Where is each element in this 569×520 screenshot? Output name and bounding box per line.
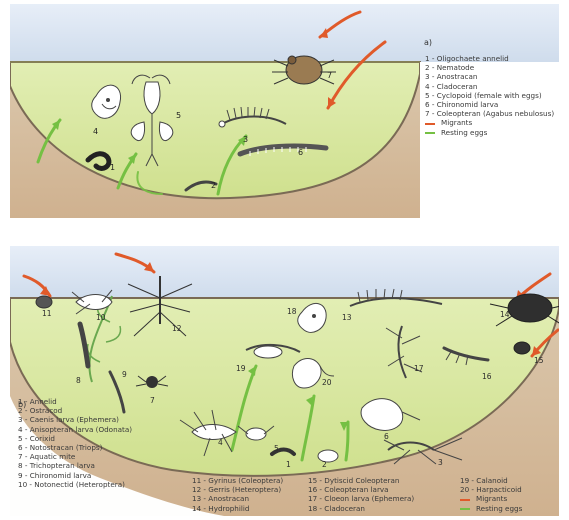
- sky-b: [10, 246, 559, 298]
- label-b-19: 19: [236, 364, 246, 373]
- legend-b-item-2: 2 - Ostracod: [18, 406, 132, 415]
- label-b-16: 16: [482, 372, 492, 381]
- label-b-4: 4: [218, 438, 223, 447]
- panel-a-label: a): [424, 38, 432, 47]
- legend-b-col-1: 1 - Annelid 2 - Ostracod 3 - Caenis larv…: [18, 397, 132, 489]
- label-b-11: 11: [42, 309, 52, 318]
- label-4: 4: [93, 127, 98, 136]
- legend-b-item-13: 13 - Anostracan: [192, 494, 283, 503]
- label-b-18: 18: [287, 307, 297, 316]
- legend-a-item-1: 1 - Oligochaete annelid: [425, 54, 554, 63]
- dytiscid-drawing: [514, 342, 530, 354]
- legend-a-item-6: 6 - Chironomid larva: [425, 100, 554, 109]
- legend-b-key-migrants: Migrants: [460, 494, 522, 503]
- legend-a-key-migrants: Migrants: [425, 118, 554, 127]
- label-6: 6: [298, 148, 303, 157]
- legend-b-item-11: 11 - Gyrinus (Coleoptera): [192, 476, 283, 485]
- gyrinus-drawing: [36, 296, 52, 308]
- resting-eggs-swatch-b: [460, 508, 470, 510]
- label-b-17: 17: [414, 364, 424, 373]
- label-b-1: 1: [286, 460, 291, 469]
- label-b-10: 10: [96, 313, 106, 322]
- label-b-15: 15: [534, 356, 544, 365]
- label-b-7: 7: [150, 396, 155, 405]
- legend-a-item-3: 3 - Anostracan: [425, 72, 554, 81]
- legend-b-item-12: 12 - Gerris (Heteroptera): [192, 485, 283, 494]
- legend-b-col-2: 11 - Gyrinus (Coleoptera) 12 - Gerris (H…: [192, 476, 283, 513]
- legend-b-item-16: 16 - Coleopteran larva: [308, 485, 414, 494]
- ostracod-drawing: [318, 450, 338, 462]
- legend-b-col-4: 19 - Calanoid 20 - Harpacticoid Migrants…: [460, 476, 522, 513]
- label-2: 2: [211, 181, 216, 190]
- legend-b-item-19: 19 - Calanoid: [460, 476, 522, 485]
- label-3: 3: [243, 135, 248, 144]
- label-b-12: 12: [172, 324, 182, 333]
- panel-a-legend: 1 - Oligochaete annelid 2 - Nematode 3 -…: [425, 54, 554, 137]
- legend-a-item-4: 4 - Cladoceran: [425, 82, 554, 91]
- legend-b-item-14: 14 - Hydrophilid: [192, 504, 283, 513]
- legend-b-key-resting-eggs: Resting eggs: [460, 504, 522, 513]
- label-b-2: 2: [322, 460, 327, 469]
- legend-b-item-9: 9 - Chironomid larva: [18, 471, 132, 480]
- legend-a-item-7: 7 - Coleopteran (Agabus nebulosus): [425, 109, 554, 118]
- label-b-3: 3: [438, 458, 443, 467]
- legend-b-item-1: 1 - Annelid: [18, 397, 132, 406]
- label-b-13: 13: [342, 313, 352, 322]
- legend-b-item-6: 6 - Notostracan (Triops): [18, 443, 132, 452]
- label-b-5: 5: [274, 444, 279, 453]
- legend-b-item-20: 20 - Harpacticoid: [460, 485, 522, 494]
- legend-a-key-resting-eggs: Resting eggs: [425, 128, 554, 137]
- panel-a: 4 5 3 6 1 2 7 a) 1 - Oligochaete annelid…: [10, 4, 559, 218]
- legend-b-item-7: 7 - Aquatic mite: [18, 452, 132, 461]
- legend-b-item-3: 3 - Caenis larva (Ephemera): [18, 415, 132, 424]
- label-b-8: 8: [76, 376, 81, 385]
- legend-b-item-17: 17 - Cloeon larva (Ephemera): [308, 494, 414, 503]
- legend-a-item-2: 2 - Nematode: [425, 63, 554, 72]
- legend-b-item-18: 18 - Cladoceran: [308, 504, 414, 513]
- legend-a-item-5: 5 - Cyclopoid (female with eggs): [425, 91, 554, 100]
- migrants-swatch: [425, 123, 435, 125]
- label-5: 5: [176, 111, 181, 120]
- label-b-14: 14: [500, 310, 510, 319]
- legend-b-item-15: 15 - Dytiscid Coleopteran: [308, 476, 414, 485]
- legend-b-item-8: 8 - Trichopteran larva: [18, 461, 132, 470]
- label-1: 1: [110, 163, 115, 172]
- label-b-6: 6: [384, 432, 389, 441]
- legend-b-col-3: 15 - Dytiscid Coleopteran 16 - Coleopter…: [308, 476, 414, 513]
- migrants-swatch-b: [460, 499, 470, 501]
- legend-b-item-5: 5 - Corixid: [18, 434, 132, 443]
- legend-b-item-4: 4 - Anisopteran larva (Odonata): [18, 425, 132, 434]
- resting-eggs-swatch: [425, 132, 435, 134]
- label-b-9: 9: [122, 370, 127, 379]
- label-7: 7: [327, 71, 332, 80]
- legend-b-item-10: 10 - Notonectid (Heteroptera): [18, 480, 132, 489]
- label-b-20: 20: [322, 378, 332, 387]
